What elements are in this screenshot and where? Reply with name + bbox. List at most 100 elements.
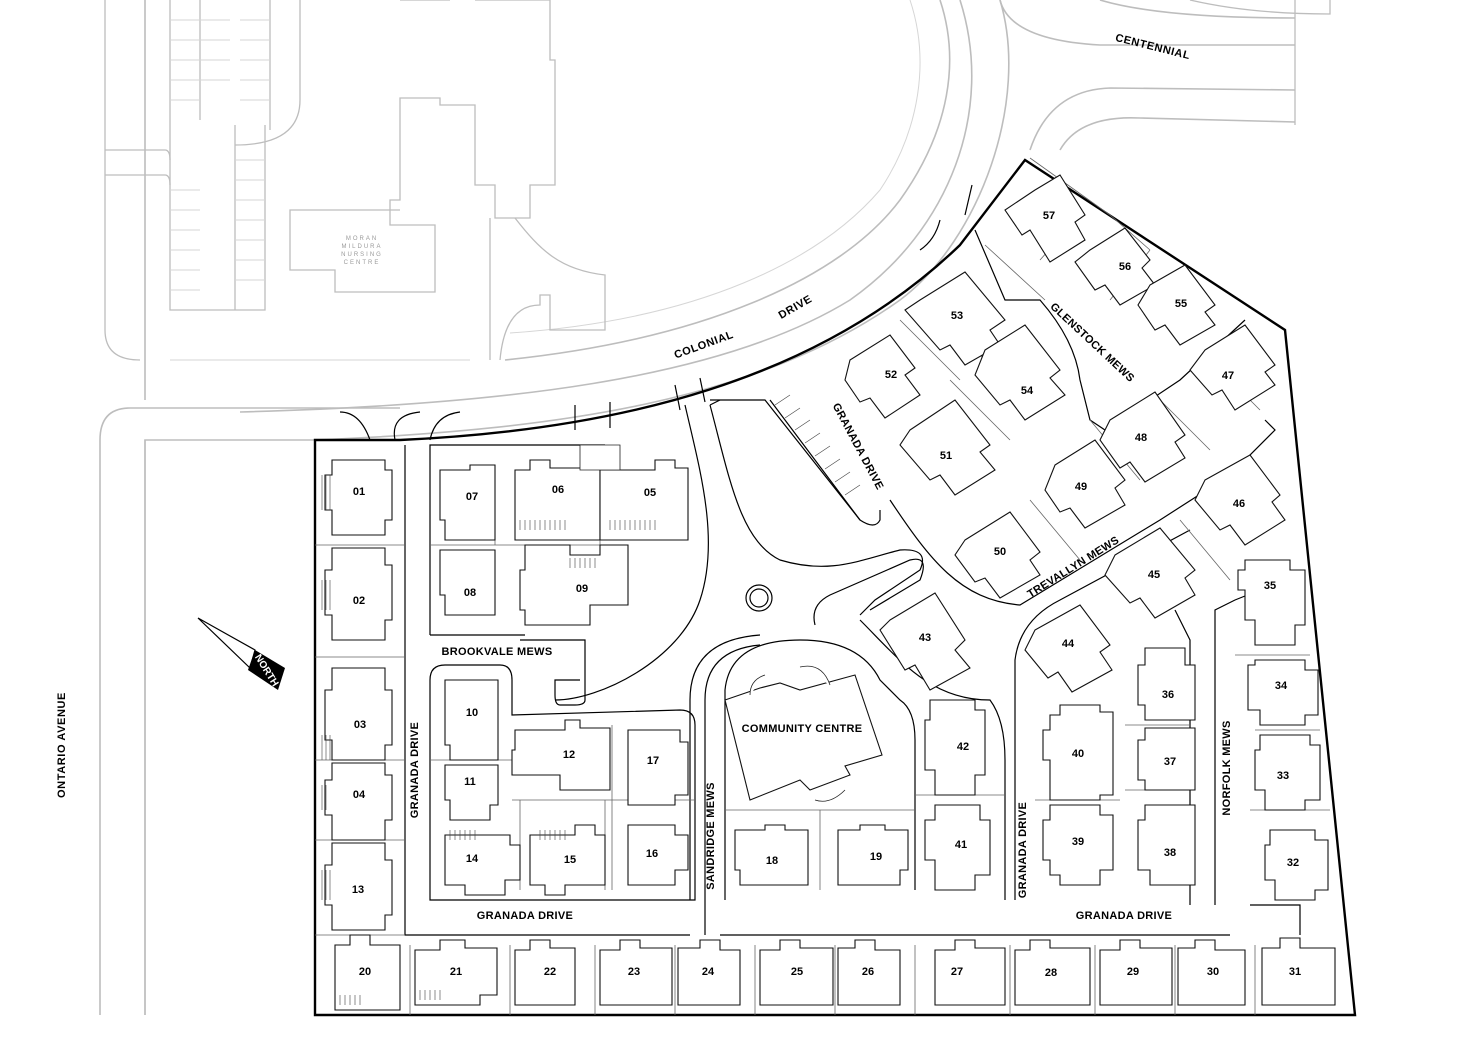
building-18 <box>734 824 809 886</box>
unit-label-36: 36 <box>1162 689 1174 701</box>
granada-drive-central-label: GRANADA DRIVE <box>1017 802 1029 898</box>
unit-label-10: 10 <box>466 707 478 719</box>
driveway-cuts <box>339 184 973 441</box>
unit-label-35: 35 <box>1264 580 1276 592</box>
building-19 <box>837 824 909 886</box>
community-centre-label: COMMUNITY CENTRE <box>742 723 863 735</box>
unit-label-01: 01 <box>353 486 365 498</box>
building-23 <box>599 939 673 1006</box>
building-32 <box>1264 829 1329 901</box>
community-centre-loop <box>724 639 916 900</box>
central-drive-west <box>554 404 709 701</box>
building-51 <box>899 399 996 496</box>
centennial-curb <box>1099 0 1296 19</box>
building-09 <box>519 544 629 626</box>
nursing-centre-label-4: CENTRE <box>344 260 381 266</box>
norfolk-mews-label: NORFOLK MEWS <box>1221 720 1233 815</box>
internal-roads <box>339 184 1301 936</box>
unit-label-55: 55 <box>1175 298 1187 310</box>
unit-label-32: 32 <box>1287 857 1299 869</box>
brookvale-mews-end <box>520 639 586 706</box>
building-31 <box>1261 937 1336 1006</box>
building-42 <box>924 699 986 796</box>
building-48 <box>1099 391 1186 483</box>
colonial-drive-north-edge <box>239 0 973 413</box>
unit-label-40: 40 <box>1072 748 1084 760</box>
building-57 <box>1004 174 1086 263</box>
unit-label-31: 31 <box>1289 966 1301 978</box>
unit-label-48: 48 <box>1135 432 1147 444</box>
building-40 <box>1042 704 1114 801</box>
granada-drive-northeast <box>710 399 1276 606</box>
nursing-centre-drive <box>489 217 606 361</box>
building-24 <box>677 939 741 1006</box>
unit-label-07: 07 <box>466 491 478 503</box>
building-29 <box>1099 939 1173 1006</box>
centennial-inner <box>1059 116 1296 151</box>
north-arrow-icon <box>197 617 256 670</box>
unit-label-51: 51 <box>940 450 952 462</box>
unit-label-38: 38 <box>1164 847 1176 859</box>
unit-label-37: 37 <box>1164 756 1176 768</box>
unit-label-17: 17 <box>647 755 659 767</box>
brookvale-mews-label: BROOKVALE MEWS <box>442 646 553 658</box>
building-44 <box>1024 604 1113 693</box>
building-37 <box>1137 727 1196 791</box>
building-52 <box>844 334 921 419</box>
central-drive-east <box>709 404 924 616</box>
building-03 <box>324 667 393 761</box>
unit-label-43: 43 <box>919 632 931 644</box>
community-centre-building <box>724 674 883 801</box>
unit-label-52: 52 <box>885 369 897 381</box>
unit-label-25: 25 <box>791 966 803 978</box>
unit-label-26: 26 <box>862 966 874 978</box>
granada-drive-north-label: GRANADA DRIVE <box>830 401 886 492</box>
ontario-avenue-east-edge <box>99 407 400 1015</box>
colonial-drive-south-edge <box>314 0 1010 441</box>
nursing-centre-label: MORAN MILDURA NURSING CENTRE <box>341 236 382 266</box>
roundabout-circle <box>745 584 773 612</box>
unit-label-08: 08 <box>464 587 476 599</box>
granada-drive-west-label: GRANADA DRIVE <box>409 722 421 818</box>
centennial-island <box>1189 0 1331 15</box>
building-35 <box>1237 559 1306 646</box>
building-07 <box>439 464 496 541</box>
unit-label-23: 23 <box>628 966 640 978</box>
unit-label-20: 20 <box>359 966 371 978</box>
unit-label-49: 49 <box>1075 481 1087 493</box>
unit-label-57: 57 <box>1043 210 1055 222</box>
building-39 <box>1042 804 1114 886</box>
unit-label-03: 03 <box>354 719 366 731</box>
unit-label-06: 06 <box>552 484 564 496</box>
unit-label-44: 44 <box>1062 638 1075 650</box>
colonial-drive-median <box>509 0 921 334</box>
building-01 <box>324 459 393 536</box>
colonial-drive-inner-curb <box>504 0 951 361</box>
trevallyn-mews-label: TREVALLYN MEWS <box>1025 534 1121 600</box>
unit-label-05: 05 <box>644 487 656 499</box>
building-21 <box>414 939 498 1006</box>
garage-05-06 <box>579 444 621 471</box>
unit-label-02: 02 <box>353 595 365 607</box>
unit-label-39: 39 <box>1072 836 1084 848</box>
parking-stalls <box>170 19 270 291</box>
building-28 <box>1014 939 1091 1006</box>
context-layer <box>99 0 1331 1015</box>
unit-label-18: 18 <box>766 855 778 867</box>
unit-label-11: 11 <box>464 776 476 788</box>
centennial-south-edge <box>1029 87 1296 151</box>
building-22 <box>514 939 576 1006</box>
central-island <box>813 558 924 626</box>
building-41 <box>924 804 991 891</box>
building-36 <box>1137 647 1196 721</box>
building-49 <box>1044 439 1126 529</box>
ontario-avenue-inner-edge <box>144 439 315 1015</box>
unit-label-34: 34 <box>1275 680 1288 692</box>
building-27 <box>934 939 1006 1006</box>
granada-drive-south-east-label: GRANADA DRIVE <box>1076 910 1172 922</box>
building-50 <box>954 511 1041 599</box>
building-10 <box>444 679 499 761</box>
nursing-centre-label-2: MILDURA <box>341 244 382 250</box>
building-47 <box>1189 324 1276 411</box>
